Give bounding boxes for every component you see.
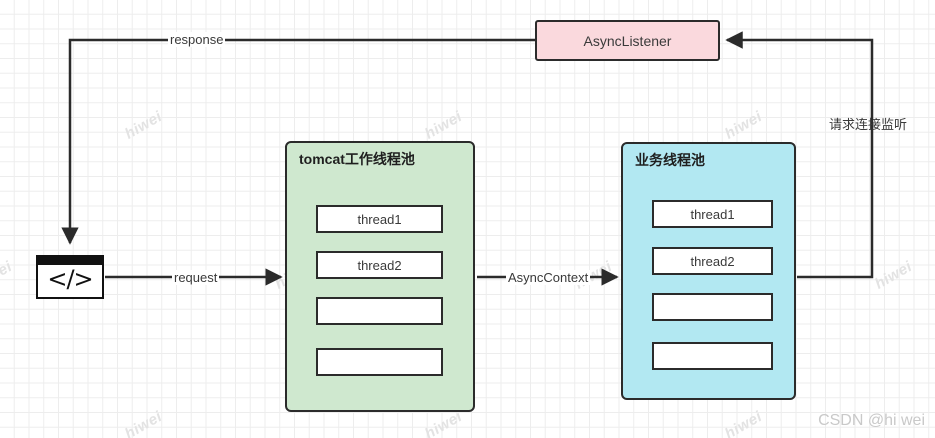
- business-thread-1[interactable]: thread1: [652, 200, 773, 228]
- business-thread-2-label: thread2: [690, 253, 735, 269]
- edge-label-request: request: [172, 270, 220, 285]
- business-thread-3[interactable]: [652, 293, 773, 321]
- csdn-credit: CSDN @hi wei: [818, 412, 925, 429]
- edge-label-listen: 请求连接监听: [829, 117, 908, 132]
- asynclistener-label: AsyncListener: [583, 32, 672, 49]
- edge-label-asynccontext: AsyncContext: [506, 270, 591, 285]
- tomcat-thread-1-label: thread1: [357, 211, 402, 227]
- edge-listen-path: [725, 31, 874, 279]
- asynclistener-node[interactable]: AsyncListener: [535, 20, 720, 61]
- tomcat-thread-2[interactable]: thread2: [316, 251, 443, 279]
- business-thread-4[interactable]: [652, 342, 773, 370]
- tomcat-thread-2-label: thread2: [357, 257, 402, 273]
- tomcat-thread-3[interactable]: [316, 297, 443, 325]
- edge-response-path: [61, 38, 535, 245]
- tomcat-pool-title: tomcat工作线程池: [299, 151, 415, 167]
- code-client-icon[interactable]: </>: [36, 255, 104, 299]
- tomcat-thread-4[interactable]: [316, 348, 443, 376]
- tomcat-pool-panel[interactable]: tomcat工作线程池 thread1 thread2: [285, 141, 475, 412]
- business-thread-2[interactable]: thread2: [652, 247, 773, 275]
- business-pool-title: 业务线程池: [635, 152, 705, 168]
- code-glyph: </>: [47, 265, 93, 293]
- business-thread-1-label: thread1: [690, 206, 735, 222]
- tomcat-thread-1[interactable]: thread1: [316, 205, 443, 233]
- client-titlebar: [38, 257, 102, 265]
- edge-label-response: response: [168, 32, 226, 47]
- business-pool-panel[interactable]: 业务线程池 thread1 thread2: [621, 142, 796, 400]
